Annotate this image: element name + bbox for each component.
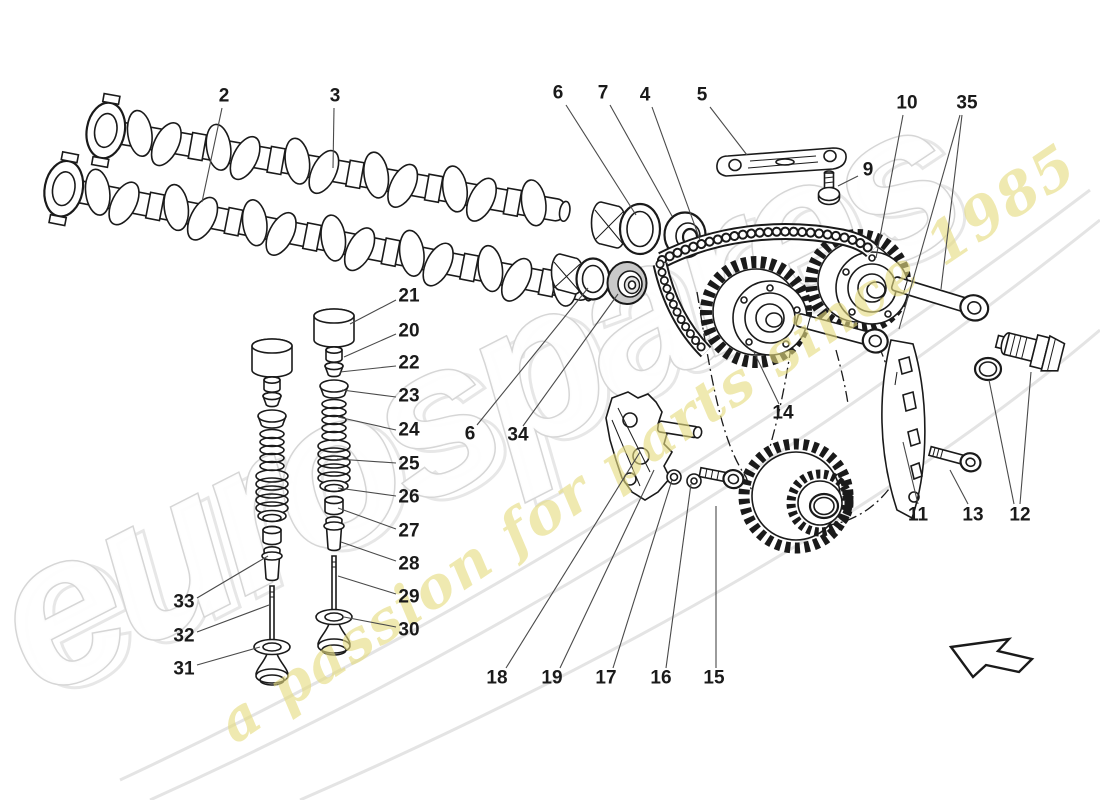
leader-line-6 bbox=[476, 287, 589, 426]
leader-line-10 bbox=[875, 114, 904, 259]
callout-6-2: 6 bbox=[552, 82, 564, 104]
leader-line-14 bbox=[752, 349, 780, 405]
leader-line-6 bbox=[565, 104, 637, 216]
o-ring-12 bbox=[973, 356, 1003, 382]
callout-18-26: 18 bbox=[486, 667, 508, 689]
leader-line-20 bbox=[343, 333, 397, 358]
leader-line-3 bbox=[332, 107, 335, 169]
leader-line-11 bbox=[902, 441, 919, 505]
leader-line-19 bbox=[559, 469, 655, 669]
callout-25-14: 25 bbox=[398, 453, 420, 475]
callout-31-22: 31 bbox=[173, 658, 195, 680]
callout-9-6: 9 bbox=[862, 159, 874, 181]
leader-line-16 bbox=[665, 483, 692, 669]
leader-line-24 bbox=[337, 416, 397, 431]
callout-30-19: 30 bbox=[398, 619, 420, 641]
callout-19-27: 19 bbox=[541, 667, 563, 689]
leader-line-22 bbox=[339, 365, 397, 373]
callout-2-0: 2 bbox=[218, 85, 230, 107]
callout-13-32: 13 bbox=[962, 504, 984, 526]
chain-guide-rail-5 bbox=[716, 147, 847, 177]
leader-line-18 bbox=[505, 451, 641, 669]
callout-32-21: 32 bbox=[173, 625, 195, 647]
callout-11-31: 11 bbox=[907, 504, 929, 526]
callout-34-24: 34 bbox=[507, 424, 529, 446]
leader-line-25 bbox=[336, 458, 397, 464]
leader-line-2 bbox=[201, 107, 223, 203]
leader-line-12 bbox=[1019, 371, 1032, 505]
camshaft-adjuster-left bbox=[700, 256, 812, 368]
callout-22-11: 22 bbox=[398, 352, 420, 374]
tensioner-blade-11 bbox=[881, 339, 926, 520]
leader-line-33 bbox=[196, 555, 269, 599]
leader-line-21 bbox=[349, 299, 397, 325]
bolt-9 bbox=[817, 170, 841, 206]
washer-17 bbox=[666, 469, 682, 485]
bolt-35-lower bbox=[795, 313, 889, 354]
bolt-13 bbox=[927, 445, 982, 473]
leader-line-32 bbox=[196, 604, 270, 633]
chain-tensioner-12 bbox=[994, 332, 1066, 372]
leader-line-31 bbox=[196, 646, 261, 666]
callout-17-28: 17 bbox=[595, 667, 617, 689]
callout-26-15: 26 bbox=[398, 486, 420, 508]
leader-line-28 bbox=[340, 541, 397, 562]
bolt-15 bbox=[698, 466, 745, 490]
callout-27-16: 27 bbox=[398, 520, 420, 542]
callout-3-1: 3 bbox=[329, 85, 341, 107]
callout-7-3: 7 bbox=[597, 82, 609, 104]
chain-path bbox=[696, 291, 899, 527]
seal-ring-6 bbox=[618, 202, 662, 256]
crank-sprocket bbox=[738, 438, 854, 554]
leader-line-34 bbox=[522, 293, 619, 427]
callout-15-30: 15 bbox=[703, 667, 725, 689]
pin-19 bbox=[656, 420, 703, 439]
leader-line-23 bbox=[341, 389, 397, 398]
leader-line-29 bbox=[337, 575, 397, 595]
callout-20-10: 20 bbox=[398, 320, 420, 342]
camshaft-1 bbox=[85, 92, 571, 229]
leader-line-12 bbox=[988, 379, 1015, 505]
leader-line-26 bbox=[337, 487, 397, 497]
callout-10-7: 10 bbox=[896, 92, 918, 114]
callout-16-29: 16 bbox=[650, 667, 672, 689]
leader-line-30 bbox=[343, 616, 397, 628]
leader-line-13 bbox=[949, 469, 969, 505]
callout-28-17: 28 bbox=[398, 553, 420, 575]
callout-5-5: 5 bbox=[696, 84, 708, 106]
leader-line-17 bbox=[612, 479, 673, 669]
leader-line-5 bbox=[709, 106, 748, 156]
callout-21-9: 21 bbox=[398, 285, 420, 307]
leader-line-27 bbox=[337, 507, 397, 530]
callout-12-33: 12 bbox=[1009, 504, 1031, 526]
leader-line-9 bbox=[837, 175, 859, 187]
cam-end-journal-upper bbox=[590, 201, 628, 249]
leader-line-35 bbox=[898, 114, 961, 330]
bearing-34 bbox=[606, 261, 648, 305]
leader-line-4 bbox=[651, 106, 701, 241]
direction-arrow bbox=[948, 637, 1035, 679]
callout-14-25: 14 bbox=[772, 402, 794, 424]
callout-6-23: 6 bbox=[464, 423, 476, 445]
leader-line-35 bbox=[940, 114, 963, 290]
callout-4-4: 4 bbox=[639, 84, 651, 106]
callout-24-13: 24 bbox=[398, 419, 420, 441]
tensioner-bracket-18 bbox=[605, 391, 673, 501]
callout-23-12: 23 bbox=[398, 385, 420, 407]
timing-chain bbox=[652, 223, 879, 358]
callout-29-18: 29 bbox=[398, 586, 420, 608]
callout-33-20: 33 bbox=[173, 591, 195, 613]
leader-line-7 bbox=[609, 104, 673, 217]
callout-35-8: 35 bbox=[956, 92, 978, 114]
